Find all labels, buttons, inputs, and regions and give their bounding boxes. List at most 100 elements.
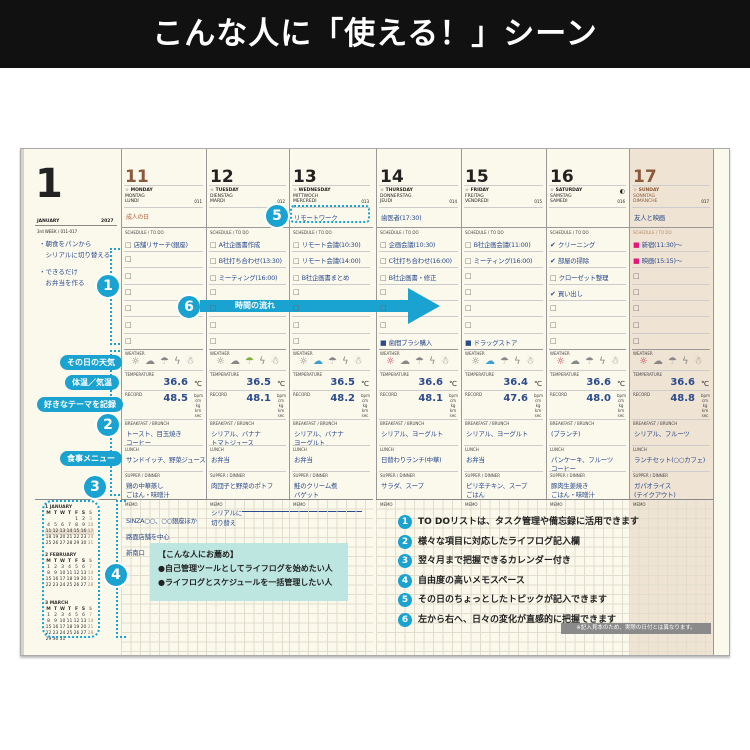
- checkbox-icon[interactable]: □: [550, 304, 557, 313]
- todo-item[interactable]: □: [293, 304, 302, 312]
- calendar-day[interactable]: 20: [80, 577, 87, 582]
- calendar-day[interactable]: 17: [87, 529, 94, 534]
- checkbox-icon[interactable]: □: [293, 336, 300, 345]
- todo-item[interactable]: □: [465, 288, 474, 296]
- todo-item[interactable]: □: [633, 321, 642, 329]
- checkmark-icon[interactable]: ✔: [550, 241, 556, 249]
- checkbox-icon[interactable]: □: [293, 287, 300, 296]
- calendar-day[interactable]: 22: [45, 583, 52, 588]
- checkbox-icon[interactable]: □: [293, 241, 300, 249]
- todo-item[interactable]: □B社打ち合わせ(13:30): [210, 255, 282, 265]
- calendar-day[interactable]: 16: [52, 625, 59, 630]
- checkbox-icon[interactable]: □: [465, 257, 472, 266]
- todo-item[interactable]: □: [550, 337, 559, 345]
- todo-item[interactable]: □: [210, 337, 219, 345]
- snowman-icon[interactable]: ☃: [693, 356, 708, 367]
- todo-item[interactable]: ■映画(15:15)～: [633, 255, 682, 265]
- snowman-icon[interactable]: ☃: [525, 356, 540, 367]
- calendar-day[interactable]: 26: [52, 541, 59, 546]
- pink-square-icon[interactable]: ■: [633, 241, 640, 249]
- calendar-day[interactable]: 13: [80, 619, 87, 624]
- umbrella-icon[interactable]: ☂: [499, 356, 514, 367]
- todo-item[interactable]: □: [210, 304, 219, 312]
- cloud-icon[interactable]: ☁: [312, 356, 328, 367]
- calendar-day[interactable]: 29: [45, 637, 52, 642]
- calendar-day[interactable]: 24: [87, 535, 94, 540]
- todo-item[interactable]: □A社企画書作成: [210, 239, 260, 249]
- todo-item[interactable]: □B社企画会議(11:00): [465, 239, 531, 249]
- calendar-day[interactable]: 1: [75, 517, 78, 522]
- calendar-day[interactable]: 11: [45, 529, 52, 534]
- weather-icons[interactable]: ☼☁☂ϟ☃: [556, 356, 625, 367]
- calendar-day[interactable]: 9: [54, 571, 57, 576]
- calendar-day[interactable]: 12: [73, 571, 80, 576]
- calendar-day[interactable]: 21: [87, 625, 94, 630]
- todo-item[interactable]: ■ドラッグストア: [465, 337, 517, 347]
- todo-item[interactable]: □: [465, 321, 474, 329]
- calendar-day[interactable]: 2: [82, 517, 85, 522]
- todo-item[interactable]: □: [293, 337, 302, 345]
- calendar-day[interactable]: 15: [45, 577, 52, 582]
- checkbox-icon[interactable]: □: [380, 320, 387, 329]
- cloud-icon[interactable]: ☁: [144, 356, 160, 367]
- todo-item[interactable]: □: [550, 321, 559, 329]
- checkbox-icon[interactable]: □: [293, 257, 300, 266]
- calendar-day[interactable]: 4: [68, 565, 71, 570]
- cloud-icon[interactable]: ☁: [484, 356, 500, 367]
- calendar-day[interactable]: 30: [80, 541, 87, 546]
- calendar-day[interactable]: 10: [59, 571, 66, 576]
- calendar-day[interactable]: 17: [59, 625, 66, 630]
- calendar-day[interactable]: 21: [66, 535, 73, 540]
- calendar-day[interactable]: 27: [80, 631, 87, 636]
- todo-item[interactable]: ✔買い出し: [550, 288, 583, 298]
- weather-icons[interactable]: ☼☁☂ϟ☃: [131, 356, 200, 367]
- calendar-day[interactable]: 14: [87, 571, 94, 576]
- calendar-day[interactable]: 26: [73, 583, 80, 588]
- checkbox-icon[interactable]: □: [380, 304, 387, 313]
- sun-icon[interactable]: ☼: [299, 356, 313, 367]
- calendar-day[interactable]: 27: [80, 583, 87, 588]
- todo-item[interactable]: ✔クリーニング: [550, 239, 595, 249]
- calendar-day[interactable]: 28: [87, 583, 94, 588]
- weather-icons[interactable]: ☼☁☂ϟ☃: [299, 356, 368, 367]
- todo-item[interactable]: □: [125, 321, 134, 329]
- todo-item[interactable]: □C社打ち合わせ(16:00): [380, 255, 452, 265]
- calendar-day[interactable]: 24: [59, 583, 66, 588]
- todo-item[interactable]: □店舗リサーチ(銀座): [125, 239, 188, 249]
- todo-item[interactable]: □: [465, 304, 474, 312]
- checkbox-icon[interactable]: □: [293, 304, 300, 313]
- checkbox-icon[interactable]: □: [380, 273, 387, 282]
- sun-icon[interactable]: ☼: [216, 356, 230, 367]
- calendar-day[interactable]: 1: [47, 613, 50, 618]
- checkbox-icon[interactable]: □: [293, 320, 300, 329]
- sun-icon[interactable]: ☼: [386, 356, 400, 367]
- checkbox-icon[interactable]: □: [633, 304, 640, 313]
- checkbox-icon[interactable]: □: [125, 320, 132, 329]
- checkbox-icon[interactable]: □: [125, 336, 132, 345]
- todo-item[interactable]: □: [125, 337, 134, 345]
- calendar-day[interactable]: 18: [66, 625, 73, 630]
- checkbox-icon[interactable]: □: [210, 336, 217, 345]
- todo-item[interactable]: □: [633, 304, 642, 312]
- todo-item[interactable]: □: [550, 304, 559, 312]
- todo-item[interactable]: □B社企画書まとめ: [293, 272, 349, 282]
- calendar-day[interactable]: 28: [66, 541, 73, 546]
- sun-icon[interactable]: ☼: [556, 356, 570, 367]
- cloud-icon[interactable]: ☁: [229, 356, 245, 367]
- calendar-day[interactable]: 23: [52, 631, 59, 636]
- lightning-icon[interactable]: ϟ: [681, 356, 694, 367]
- todo-item[interactable]: □: [125, 255, 134, 263]
- calendar-day[interactable]: 19: [73, 625, 80, 630]
- calendar-day[interactable]: 3: [61, 565, 64, 570]
- checkbox-icon[interactable]: □: [380, 241, 387, 249]
- calendar-day[interactable]: 17: [59, 577, 66, 582]
- calendar-day[interactable]: 31: [59, 637, 66, 642]
- calendar-day[interactable]: 5: [75, 565, 78, 570]
- calendar-day[interactable]: 24: [59, 631, 66, 636]
- todo-item[interactable]: □: [633, 337, 642, 345]
- sun-icon[interactable]: ☼: [639, 356, 653, 367]
- calendar-day[interactable]: 8: [47, 571, 50, 576]
- checkbox-icon[interactable]: □: [210, 287, 217, 296]
- sun-icon[interactable]: ☼: [471, 356, 485, 367]
- umbrella-icon[interactable]: ☂: [327, 356, 342, 367]
